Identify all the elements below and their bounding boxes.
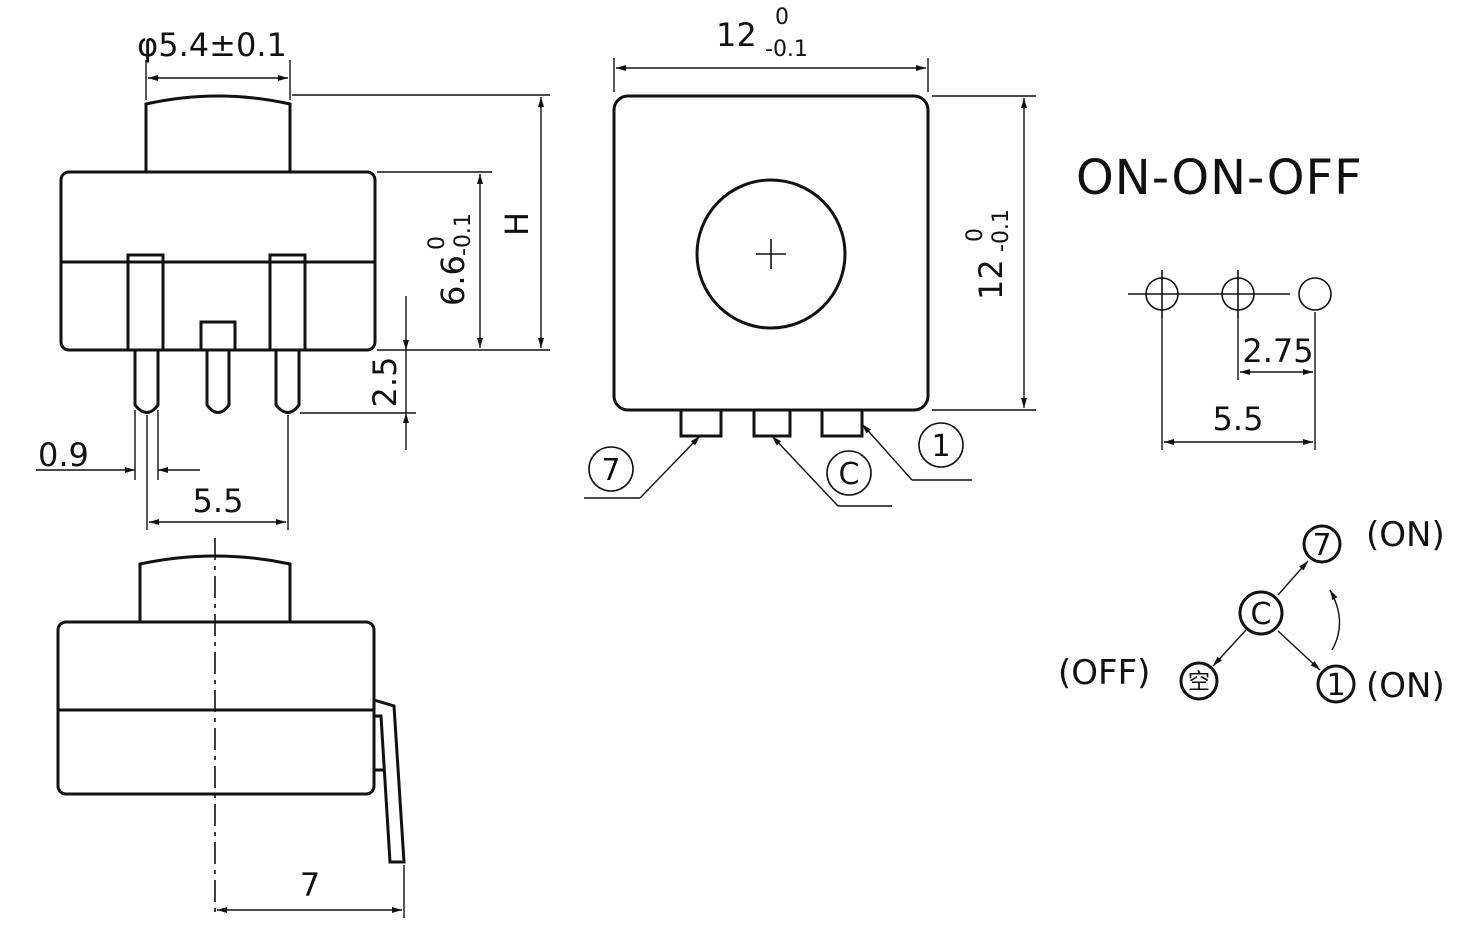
circuit-diagram: C 7 1 空 (ON) (ON) (OFF) xyxy=(1058,515,1445,706)
side-height-label: 12 xyxy=(972,259,1010,300)
body-height-label: 6.6 xyxy=(434,255,472,306)
node-c-label: C xyxy=(1251,597,1272,632)
callout-terminal-1: 1 xyxy=(931,429,950,464)
pin-spacing-label: 5.5 xyxy=(193,482,244,520)
callout-terminal-7: 7 xyxy=(601,453,620,488)
side-view: 7 xyxy=(56,538,406,918)
cap-diameter-label: φ5.4±0.1 xyxy=(137,26,287,64)
pin-width-label: 0.9 xyxy=(38,436,89,474)
top-view: 12 0 -0.1 12 0 -0.1 7 C 1 xyxy=(584,5,1036,507)
top-width-tol-upper: 0 xyxy=(775,5,789,30)
mode-title: ON-ON-OFF xyxy=(1076,150,1363,206)
body-height-tol-upper: 0 xyxy=(425,236,450,250)
hole-pitch-small-label: 2.75 xyxy=(1242,332,1313,370)
node-7-label: 7 xyxy=(1312,528,1331,563)
overall-height-label: H xyxy=(498,212,536,236)
state-on-1: (ON) xyxy=(1366,666,1445,706)
state-off: (OFF) xyxy=(1058,653,1150,693)
node-7 xyxy=(1302,524,1342,564)
callout-terminal-c: C xyxy=(839,457,860,492)
side-pin xyxy=(373,698,406,864)
hole-pitch-large-label: 5.5 xyxy=(1213,400,1264,438)
node-1-label: 1 xyxy=(1326,668,1345,703)
node-1 xyxy=(1316,664,1356,704)
node-empty xyxy=(1179,661,1219,701)
front-pin-center xyxy=(199,320,237,414)
front-pin-right xyxy=(268,253,307,414)
front-cap xyxy=(144,94,292,172)
hole-pattern: 2.75 5.5 xyxy=(1128,270,1332,450)
side-pin-offset-label: 7 xyxy=(300,866,320,904)
top-knob xyxy=(695,178,847,330)
node-empty-label: 空 xyxy=(1188,670,1210,695)
terminal-tab-1 xyxy=(820,408,864,438)
top-width-label: 12 xyxy=(716,16,757,54)
node-c xyxy=(1238,590,1284,636)
hole-3 xyxy=(1298,277,1332,311)
top-width-tol-lower: -0.1 xyxy=(765,37,808,62)
side-height-tol-lower: -0.1 xyxy=(989,209,1014,252)
body-height-tol-lower: -0.1 xyxy=(451,213,476,256)
front-view: φ5.4±0.1 H 6.6 0 -0.1 2.5 0.9 5.5 xyxy=(36,26,550,530)
terminal-tab-7 xyxy=(679,408,723,438)
pin-length-label: 2.5 xyxy=(366,357,404,408)
front-pin-left xyxy=(126,253,165,414)
terminal-tab-c xyxy=(752,408,792,438)
side-body xyxy=(56,620,376,796)
side-height-tol-upper: 0 xyxy=(963,228,988,242)
state-on-7: (ON) xyxy=(1366,515,1445,555)
